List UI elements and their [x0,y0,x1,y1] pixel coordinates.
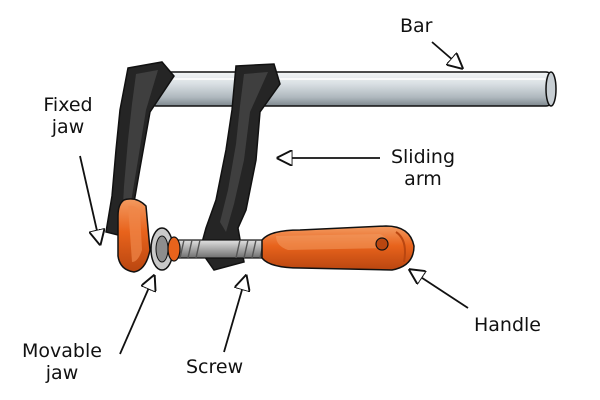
screw-arrow [223,276,246,353]
sliding-arm-label: Sliding arm [384,146,462,190]
bar-label: Bar [400,15,433,37]
sliding-arm-label-line2: arm [404,168,442,190]
bar-part [149,71,557,107]
sliding-arm-part [199,63,281,271]
handle-arrow [410,270,469,309]
pointer-arrows [79,41,469,355]
fixed-jaw-label-line1: Fixed [43,94,93,116]
screw-label: Screw [186,356,244,378]
fixed-jaw-arrow [79,155,100,244]
handle-part [261,225,415,271]
movable-jaw-label-line1: Movable [22,340,102,362]
fixed-jaw-pad [117,198,151,273]
handle-label: Handle [474,314,542,336]
movable-jaw-part [150,227,181,271]
fixed-jaw-label-line2: jaw [51,116,85,138]
movable-jaw-label-line2: jaw [45,362,79,384]
screw-part [167,239,269,259]
fixed-jaw-label: Fixed jaw [40,94,96,138]
bar-arrow [431,41,462,68]
movable-jaw-label: Movable jaw [14,340,110,384]
sliding-arm-label-line1: Sliding [390,146,456,168]
movable-jaw-arrow [119,276,154,355]
